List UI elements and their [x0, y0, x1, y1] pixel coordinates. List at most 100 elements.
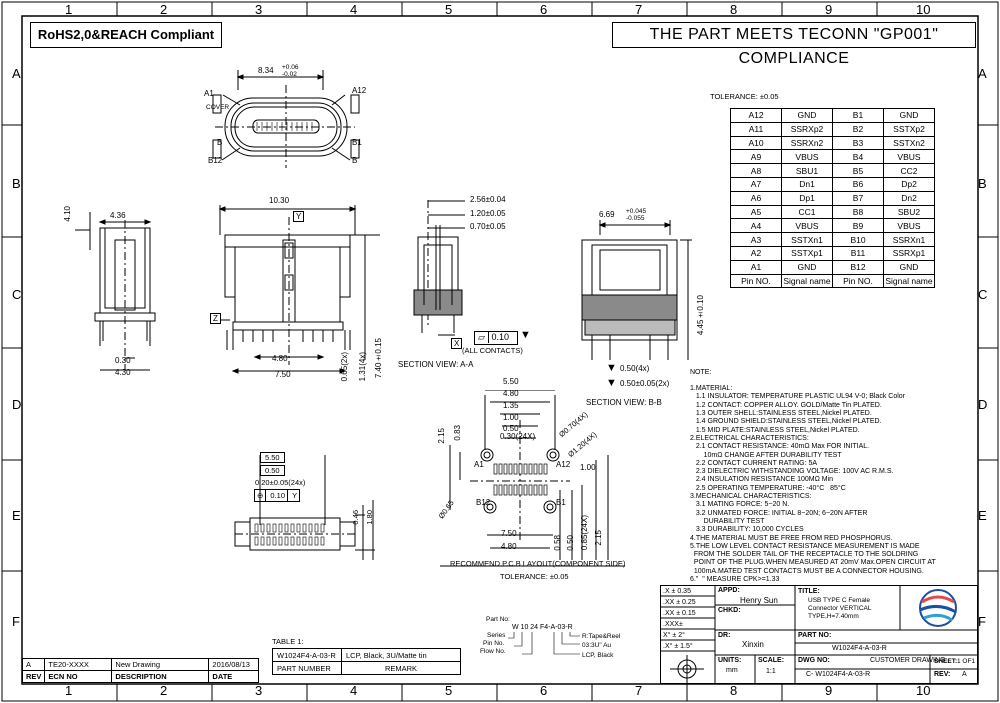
note-line: 3.2 UNMATED FORCE: INITIAL 8~20N; 6~20N … [690, 509, 868, 517]
pin-table-cell: GND [883, 108, 935, 123]
side-view-drawing [75, 212, 156, 371]
grid-row-c: C [12, 287, 22, 302]
part-no-lcp-note: LCP, Black [582, 652, 614, 659]
scale-value: 1:1 [766, 668, 776, 675]
revision-header-description: DESCRIPTION [111, 670, 210, 683]
part-no-title: Part No: [486, 616, 510, 623]
pin-table-cell: A2 [730, 245, 782, 261]
front-view-width-dim: 10.30 [269, 196, 290, 205]
pin-table-tolerance: TOLERANCE: ±0.05 [710, 92, 779, 101]
note-line: 2.ELECTRICAL CHARACTERISTICS: [690, 434, 809, 442]
pin-table-cell: B7 [832, 190, 884, 206]
dwg-no-label: DWG NO: [798, 657, 830, 664]
pin-table-cell: GND [883, 259, 935, 275]
revision-ecn: TE20-XXXX [44, 658, 113, 671]
pin-table-cell: A7 [730, 176, 782, 192]
grid-row-d: D [12, 397, 22, 412]
part-no-series: Series [487, 632, 506, 639]
note-line: POINT OF THE PLUG.WHEN MEASURED AT 20mV … [690, 559, 936, 567]
revision-header-ecn: ECN NO [44, 670, 113, 683]
pcb-dim-030: 0.30(24X) [500, 432, 536, 441]
note-line: 1.3 OUTER SHELL:STAINLESS STEEL,Nickel P… [690, 410, 872, 418]
grid-col-7: 7 [635, 2, 643, 17]
grid-col-5-bottom: 5 [445, 683, 453, 698]
front-view-height-dim: 7.40±0.15 [374, 338, 383, 379]
bottom-view-dim-050: 0.50 [260, 465, 285, 476]
grid-col-4-bottom: 4 [350, 683, 358, 698]
rohs-compliance-badge: RoHS2,0&REACH Compliant [30, 22, 222, 48]
note-line: 1.MATERIAL: [690, 385, 733, 393]
section-bb-width-plus: +0.045 [626, 208, 647, 215]
front-view-datum-z: Z [210, 313, 221, 324]
grid-row-c-right: C [978, 287, 988, 302]
note-line: FROM THE SOLDER TAIL OF THE RECEPTACLE T… [690, 551, 919, 559]
top-view-width-tol-plus: +0.06 [282, 64, 299, 71]
note-line: 1.5 MID PLATE:STAINLESS STEEL,Nickel PLA… [690, 426, 860, 434]
pcb-layout-title: RECOMMEND P.C.B LAYOUT(COMPONENT SIDE) [450, 559, 626, 568]
pin-table-cell: SSTXp1 [781, 245, 833, 261]
tolerance-xx-015: .XX ± 0.15 [663, 610, 696, 617]
pcb-label-b12: B12 [476, 498, 491, 507]
pcb-dim-050: 0.50 [503, 424, 519, 433]
tolerance-xxx: .XXX± [663, 621, 683, 628]
pin-table-cell: A1 [730, 259, 782, 275]
flatness-value: 0.10 [491, 332, 510, 342]
notes-heading: NOTE: [690, 368, 712, 376]
pcb-layout-drawing [440, 390, 625, 567]
section-aa-dim-120: 1.20±0.05 [470, 209, 506, 218]
flatness-callout: ▱ 0.10 [474, 331, 518, 345]
units-label: UNITS: [718, 657, 742, 664]
section-bb-dim-050: 0.50(4x) [620, 364, 650, 373]
note-line: 2.1 CONTACT RESISTANCE: 40mΩ Max FOR INI… [690, 443, 870, 451]
pcb-dim-050v: 0.50 [566, 535, 575, 551]
section-aa-datum-x: X [451, 338, 463, 349]
section-aa-all-contacts: (ALL CONTACTS) [462, 346, 523, 355]
measure-cpk-icon: ▼ [520, 329, 531, 341]
pcb-dim-480: 4.80 [503, 389, 519, 398]
section-bb-drawing [581, 220, 692, 360]
pcb-dim-550: 5.50 [503, 377, 519, 386]
pin-table-cell: SSTXn2 [883, 135, 935, 151]
pcb-dim-135: 1.35 [503, 401, 519, 410]
note-line: 2.4 INSULATION RESISTANCE 100MΩ Min [690, 476, 834, 484]
pin-table-cell: B5 [832, 163, 884, 178]
bottom-view-dim-046: 0.46 [351, 510, 360, 525]
pin-table-cell: VBUS [883, 149, 935, 165]
pcb-dim-083: 0.83 [453, 425, 462, 441]
chkd-label: CHKD: [718, 607, 741, 614]
tolerance-xx-025: .XX ± 0.25 [663, 599, 696, 606]
pin-table-cell: A10 [730, 135, 782, 151]
side-view-pin-dim: 0.30 [115, 356, 131, 365]
front-view-datum-y: Y [293, 211, 305, 222]
top-view-label-a1: A1 [204, 89, 214, 98]
section-bb-width-minus: -0.055 [626, 215, 645, 222]
top-view-label-b: B [217, 138, 223, 147]
measure-cpk-icon-3: ▼ [606, 377, 617, 389]
section-bb-width-dim: 6.69 [599, 210, 615, 219]
front-view-dim-065: 0.65(2x) [340, 352, 349, 382]
revision-description: New Drawing [111, 658, 210, 671]
pcb-dim-750: 7.50 [501, 529, 517, 538]
grid-row-d-right: D [978, 397, 988, 412]
teconn-compliance-statement: THE PART MEETS TECONN "GP001" COMPLIANCE [612, 22, 976, 67]
pin-table-cell: A5 [730, 204, 782, 220]
pin-table-cell: Dp2 [883, 176, 935, 192]
bottom-view-dim-180: 1.80 [365, 510, 374, 525]
top-view-label-b12: B12 [208, 156, 223, 165]
note-line: 3.3 DURABILITY: 10,000 CYCLES [690, 526, 804, 534]
tolerance-angle: X° ± 2° [663, 632, 685, 639]
top-view-width-tol-minus: -0.02 [282, 71, 297, 78]
pcb-layout-tolerance: TOLERANCE: ±0.05 [500, 572, 569, 581]
sheet-label: SHEET: [934, 658, 958, 665]
pin-table-cell: A4 [730, 218, 782, 234]
note-line: 3.1 MATING FORCE: 5~20 N. [690, 501, 790, 509]
note-line: DURABILITY TEST [690, 517, 765, 525]
grid-row-e-right: E [978, 508, 987, 523]
